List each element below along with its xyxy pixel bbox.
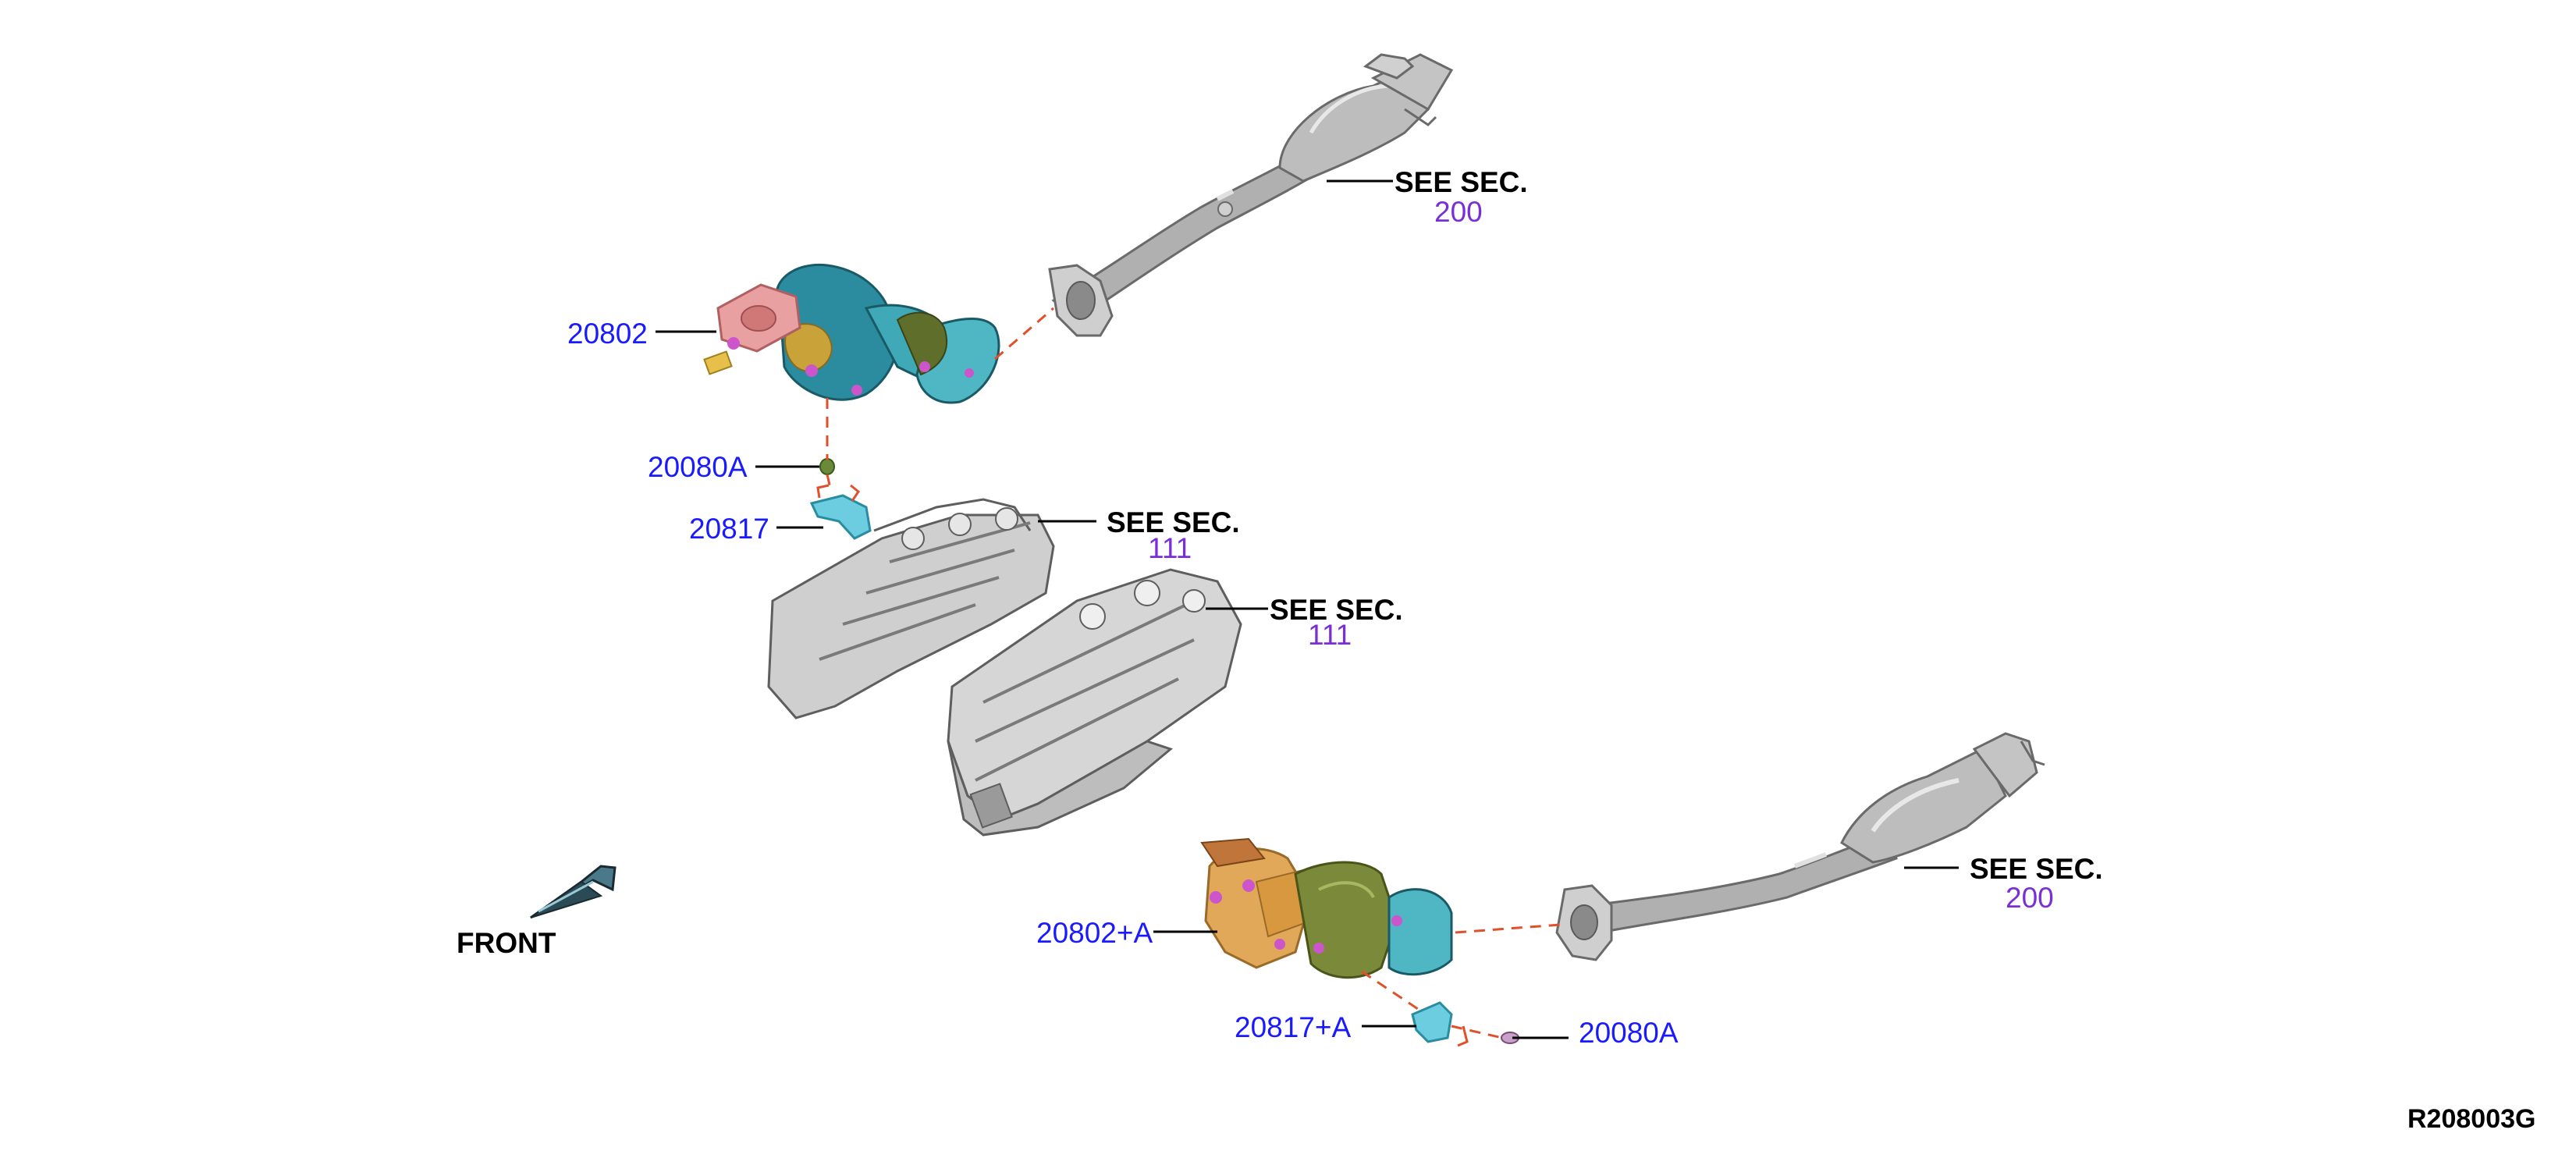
upper-exhaust-manifold[interactable] xyxy=(703,263,1000,404)
diagram-code: R208003G xyxy=(2407,1104,2536,1134)
see-sec-label-lower-tube[interactable]: SEE SEC. xyxy=(1970,853,2103,885)
front-arrow-icon xyxy=(530,865,616,919)
part-label-20817[interactable]: 20817 xyxy=(689,513,769,545)
part-label-20080a-lower[interactable]: 20080A xyxy=(1579,1017,1679,1049)
leader-lines xyxy=(656,179,1959,1039)
dashed-connection-lines xyxy=(826,307,1562,1039)
lower-bracket-20817a[interactable] xyxy=(1411,1001,1453,1043)
upper-stud-20080a[interactable] xyxy=(819,458,835,475)
part-label-20802a[interactable]: 20802+A xyxy=(1036,917,1153,949)
see-sec-label-left-head[interactable]: SEE SEC. xyxy=(1107,506,1240,538)
lower-front-tube[interactable] xyxy=(1555,732,2045,961)
section-number-111-left[interactable]: 111 xyxy=(1148,532,1192,564)
front-direction-label: FRONT xyxy=(457,927,556,959)
part-label-20080a-upper[interactable]: 20080A xyxy=(648,451,748,483)
upper-bracket-20817[interactable] xyxy=(809,494,872,540)
part-label-20802[interactable]: 20802 xyxy=(567,318,648,350)
section-number-200-lower[interactable]: 200 xyxy=(2006,882,2054,914)
engine-block[interactable] xyxy=(947,740,1174,837)
upper-front-tube[interactable] xyxy=(1048,53,1454,337)
engine-cylinder-head-left[interactable] xyxy=(767,498,1055,719)
section-number-111-right[interactable]: 111 xyxy=(1308,619,1352,651)
bracket-ticks xyxy=(816,484,1469,1047)
see-sec-label-upper-tube[interactable]: SEE SEC. xyxy=(1395,166,1528,198)
section-number-200-upper[interactable]: 200 xyxy=(1434,196,1483,228)
lower-exhaust-manifold[interactable] xyxy=(1200,837,1453,979)
see-sec-label-right-head[interactable]: SEE SEC. xyxy=(1270,594,1403,626)
engine-cylinder-head-right[interactable] xyxy=(947,568,1242,821)
part-label-20817a[interactable]: 20817+A xyxy=(1235,1011,1352,1043)
